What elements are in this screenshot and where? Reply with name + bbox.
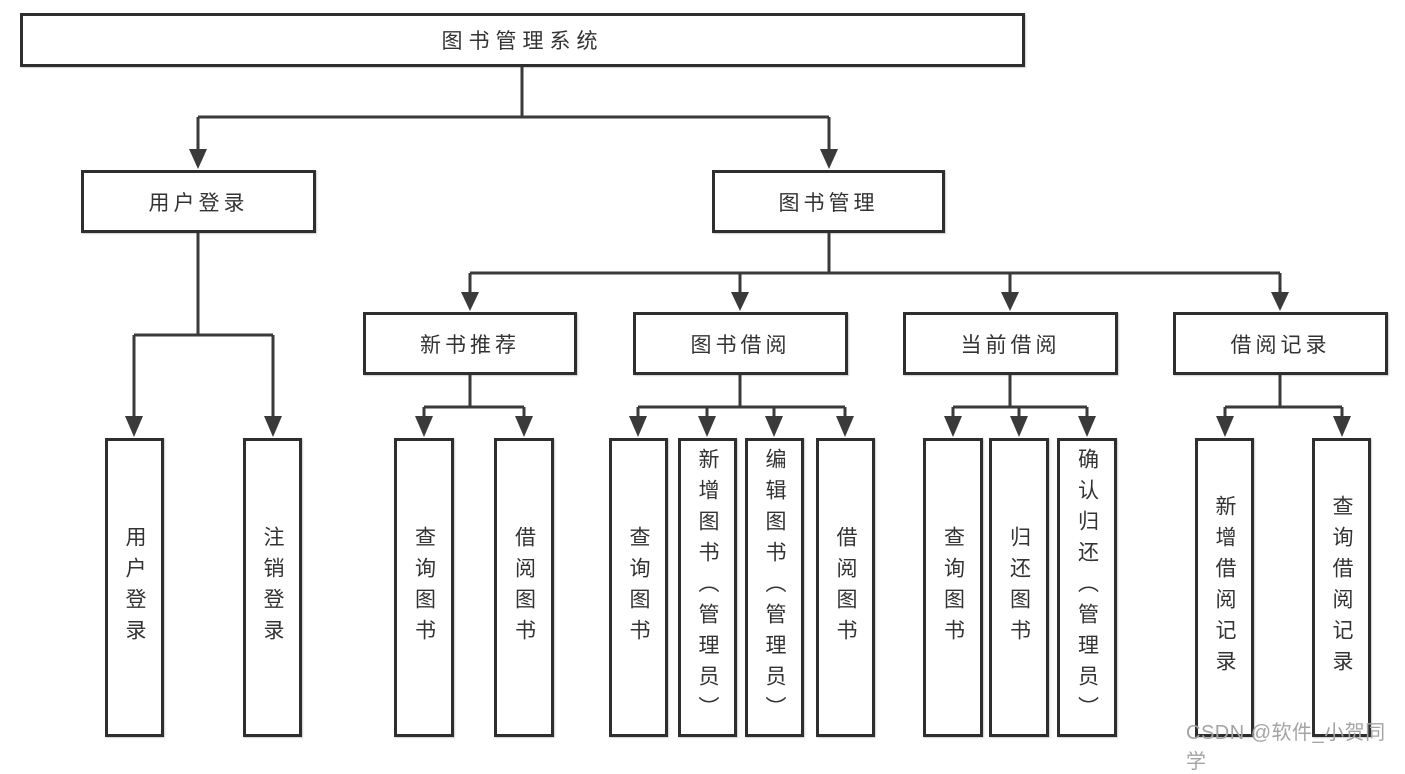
- leaf-label: 借阅图书: [512, 525, 536, 650]
- connector-book-management-split: [461, 233, 1289, 311]
- leaf-label: 用户登录: [123, 525, 146, 650]
- leaf-edit-book-admin: 编辑图书（管理员）: [745, 438, 804, 737]
- leaf-label: 新增图书（管理员）: [696, 448, 719, 727]
- connector-new-book-recommendation-split: [415, 374, 533, 437]
- node-library-management-system: 图书管理系统: [20, 13, 1025, 67]
- leaf-label: 查询图书: [941, 525, 965, 650]
- node-label: 图书借阅: [690, 333, 791, 357]
- leaf-label: 注销登录: [261, 525, 284, 650]
- leaf-borrow-books: 借阅图书: [816, 438, 875, 737]
- leaf-add-borrow-record: 新增借阅记录: [1195, 438, 1254, 737]
- leaf-label: 新增借阅记录: [1213, 494, 1236, 681]
- leaf-query-books-current: 查询图书: [923, 438, 983, 737]
- leaf-label: 查询图书: [412, 525, 436, 650]
- connector-book-borrowing-split: [629, 374, 854, 437]
- leaf-label: 确认归还（管理员）: [1075, 448, 1099, 727]
- leaf-return-book: 归还图书: [989, 438, 1049, 737]
- leaf-label: 归还图书: [1007, 525, 1031, 650]
- connector-user-login-split: [125, 233, 282, 437]
- node-borrowing-records: 借阅记录: [1173, 312, 1388, 375]
- connector-root-split: [189, 66, 838, 169]
- leaf-logout: 注销登录: [243, 438, 302, 737]
- leaf-query-books-recommend: 查询图书: [394, 438, 454, 737]
- node-user-login: 用户登录: [81, 170, 316, 233]
- connector-borrowing-records-split: [1216, 374, 1351, 437]
- leaf-borrow-books-recommend: 借阅图书: [494, 438, 554, 737]
- leaf-query-borrow-record: 查询借阅记录: [1312, 438, 1371, 737]
- leaf-label: 编辑图书（管理员）: [763, 448, 786, 727]
- leaf-user-login: 用户登录: [105, 438, 164, 737]
- node-label: 图书管理: [778, 191, 879, 215]
- csdn-watermark: CSDN @软件_小贺同学: [1186, 722, 1386, 773]
- leaf-label: 借阅图书: [834, 525, 857, 650]
- node-label: 借阅记录: [1230, 333, 1331, 357]
- node-label: 图书管理系统: [441, 30, 604, 53]
- leaf-label: 查询图书: [627, 525, 650, 650]
- diagram-canvas: 图书管理系统 用户登录 图书管理 新书推荐 图书借阅 当前借阅 借阅记录 用户登…: [20, 13, 1388, 773]
- node-book-management: 图书管理: [712, 170, 945, 233]
- node-label: 当前借阅: [960, 333, 1061, 357]
- leaf-add-book-admin: 新增图书（管理员）: [678, 438, 737, 737]
- node-label: 用户登录: [148, 191, 249, 215]
- node-book-borrowing: 图书借阅: [633, 312, 848, 375]
- node-label: 新书推荐: [420, 333, 520, 357]
- connector-current-borrowing-split: [944, 374, 1096, 437]
- leaf-confirm-return-admin: 确认归还（管理员）: [1057, 438, 1117, 737]
- connector-lines: [125, 66, 1351, 437]
- node-new-book-recommendation: 新书推荐: [363, 312, 577, 375]
- leaf-label: 查询借阅记录: [1330, 494, 1353, 681]
- node-current-borrowing: 当前借阅: [903, 312, 1118, 375]
- leaf-query-books-borrowing: 查询图书: [609, 438, 668, 737]
